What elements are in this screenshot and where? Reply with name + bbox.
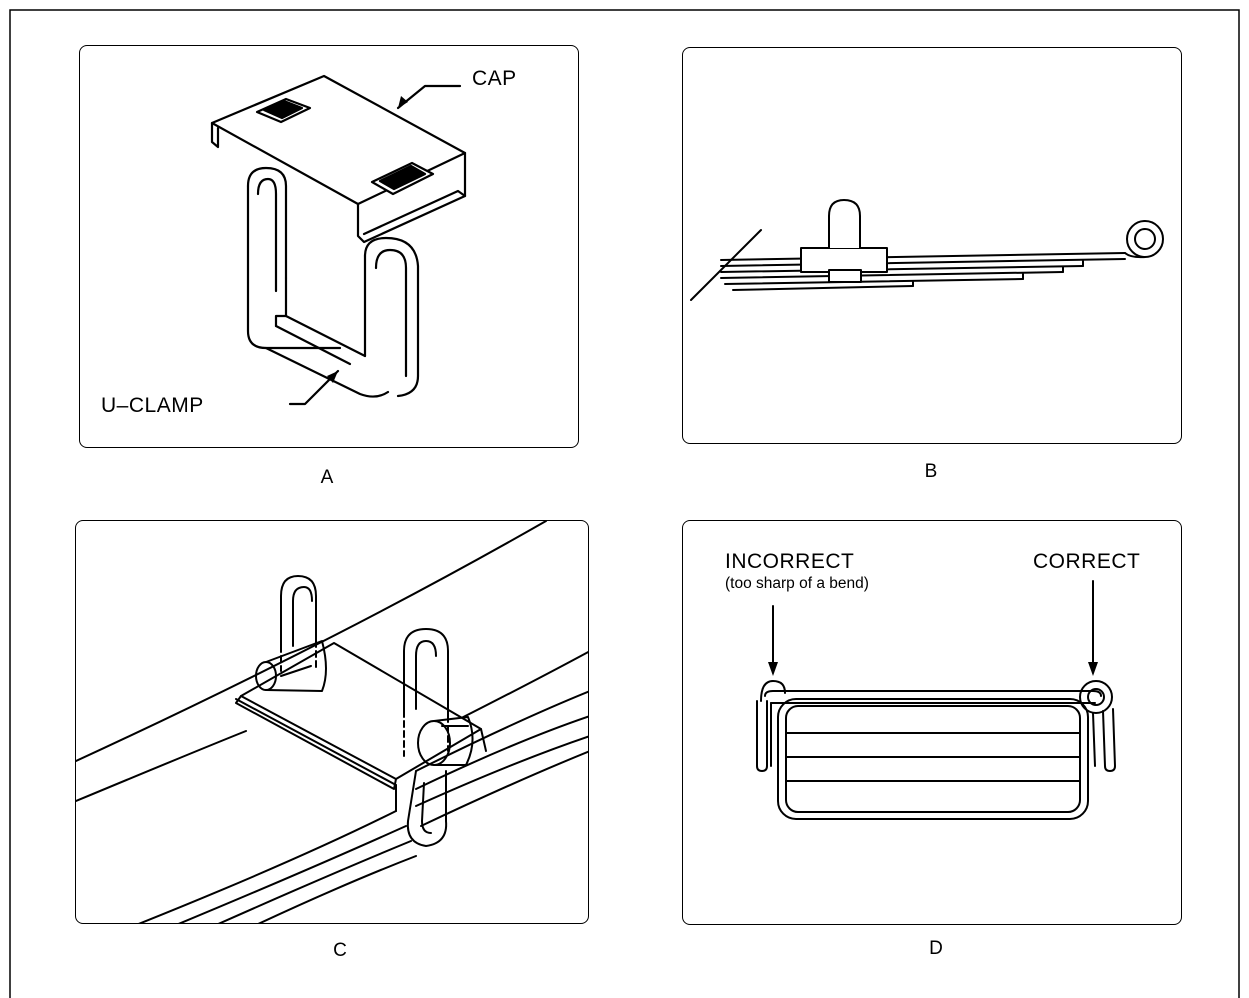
- caption-b: B: [924, 461, 938, 482]
- panel-c: [75, 520, 589, 924]
- panel-b: [682, 47, 1182, 444]
- u-clamp-label: U–CLAMP: [101, 394, 204, 417]
- panel-a: CAP U–CLAMP: [79, 45, 579, 448]
- caption-a: A: [320, 467, 334, 488]
- caption-c: C: [333, 940, 347, 961]
- cap-and-u-clamp-illustration: [210, 74, 467, 406]
- cap-label: CAP: [472, 67, 517, 90]
- correct-label: CORRECT: [1033, 550, 1141, 573]
- clamp-installed-on-leaf-spring-illustration: [76, 521, 588, 923]
- caption-d: D: [929, 938, 943, 959]
- incorrect-label: INCORRECT: [725, 550, 855, 573]
- incorrect-note: (too sharp of a bend): [725, 575, 869, 592]
- leaf-spring-side-view-illustration: [690, 199, 1164, 301]
- bend-comparison-illustration: [756, 580, 1116, 820]
- panel-d: INCORRECT (too sharp of a bend) CORRECT: [682, 520, 1182, 925]
